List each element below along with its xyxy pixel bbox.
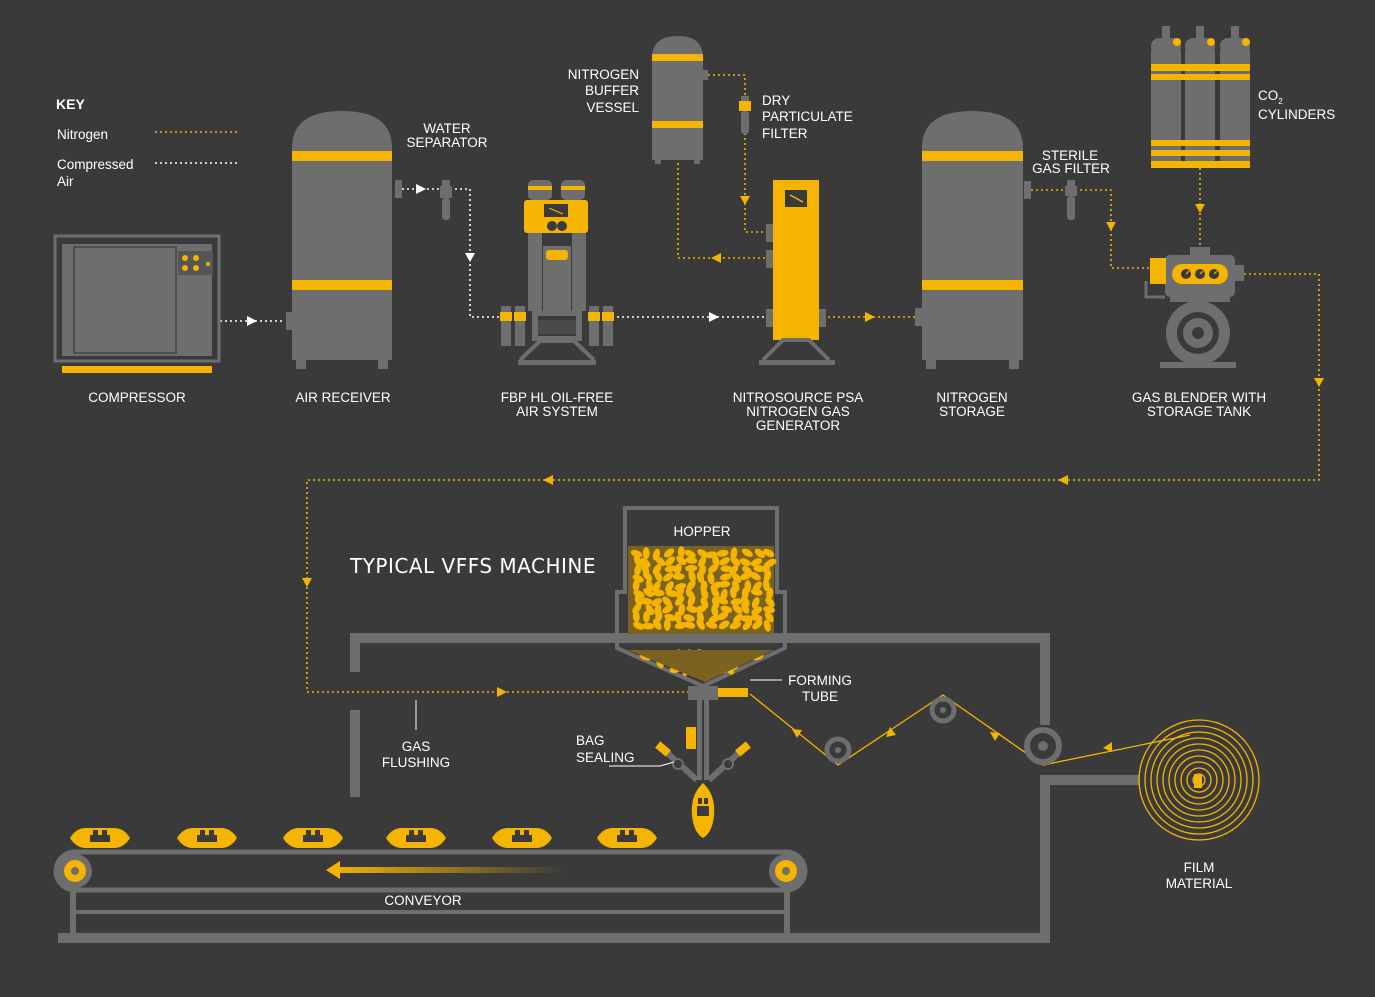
nitrosource-label-1: NITROSOURCE PSA	[733, 390, 864, 405]
arrow-icon	[792, 729, 802, 738]
machine-frame-base	[58, 775, 1140, 943]
machine-title: TYPICAL VFFS MACHINE	[349, 554, 596, 578]
product-bag	[177, 828, 237, 848]
arrow-icon	[1106, 222, 1116, 231]
bag-sealing-label-2: SEALING	[576, 750, 635, 765]
gas-blender-label-2: STORAGE TANK	[1147, 404, 1251, 419]
water-separator-label-2: SEPARATOR	[406, 135, 487, 150]
sterile-filter-label-1: STERILE	[1042, 148, 1098, 163]
air-receiver: AIR RECEIVER	[286, 111, 402, 405]
film-material-label-1: FILM	[1184, 860, 1215, 875]
water-separator: WATER SEPARATOR	[406, 121, 488, 220]
arrow-icon	[886, 727, 896, 737]
gas-flushing-label-1: GAS	[402, 739, 431, 754]
legend-air-label-1: Compressed	[57, 157, 134, 172]
gas-blender-label-1: GAS BLENDER WITH	[1132, 390, 1266, 405]
product-bag	[492, 828, 552, 848]
sterile-filter-label-2: GAS FILTER	[1032, 161, 1110, 176]
arrow-icon	[497, 687, 507, 697]
arrow-icon	[1195, 204, 1205, 213]
product-bag	[386, 828, 446, 848]
forming-tube-label-2: TUBE	[802, 689, 838, 704]
legend-air-label-2: Air	[57, 174, 74, 189]
vffs-machine: TYPICAL VFFS MACHINE HOPPER FORMING TUBE	[53, 506, 1260, 943]
gas-blender: GAS BLENDER WITH STORAGE TANK	[1132, 247, 1266, 419]
flow-lines	[220, 74, 1324, 697]
arrow-icon	[416, 184, 426, 194]
buffer-vessel-label-2: BUFFER	[585, 83, 639, 98]
n2-line-buffer	[677, 163, 767, 259]
arrow-icon	[711, 253, 721, 263]
n2-line-blender-out	[306, 273, 1320, 693]
arrow-icon	[740, 196, 750, 205]
forming-tube-label-1: FORMING	[788, 673, 852, 688]
bag-sealing-label-1: BAG	[576, 733, 605, 748]
legend-nitrogen-label: Nitrogen	[57, 127, 108, 142]
film-material-label-2: MATERIAL	[1166, 876, 1233, 891]
compressor-label: COMPRESSOR	[88, 390, 186, 405]
sterile-gas-filter: STERILE GAS FILTER	[1032, 148, 1110, 220]
water-separator-label-1: WATER	[423, 121, 470, 136]
dry-filter-label-1: DRY	[762, 93, 790, 108]
falling-bag	[691, 783, 715, 838]
fbp-label-1: FBP HL OIL-FREE	[501, 390, 614, 405]
product-bag	[283, 828, 343, 848]
product-bag	[597, 828, 657, 848]
arrow-icon	[465, 253, 475, 262]
arrow-icon	[302, 578, 312, 587]
co2-cylinders: CO2 CYLINDERS	[1151, 26, 1335, 168]
fbp-air-system: FBP HL OIL-FREE AIR SYSTEM	[500, 180, 614, 419]
film-roller	[824, 736, 852, 764]
fbp-label-2: AIR SYSTEM	[516, 404, 598, 419]
compressor: COMPRESSOR	[53, 234, 221, 405]
nitrogen-storage-label-2: STORAGE	[939, 404, 1005, 419]
film-roller	[929, 696, 957, 724]
arrow-icon	[543, 475, 553, 485]
nitrogen-storage-label-1: NITROGEN	[936, 390, 1007, 405]
air-line-receiver	[402, 188, 500, 318]
co2-label-1: CO2	[1258, 88, 1283, 106]
arrow-icon	[1314, 378, 1324, 387]
legend: KEY Nitrogen Compressed Air	[56, 96, 238, 189]
arrow-icon	[1103, 742, 1112, 752]
arrow-icon	[990, 732, 1000, 741]
gas-flushing-label-2: FLUSHING	[382, 755, 450, 770]
buffer-vessel-label-1: NITROGEN	[568, 67, 639, 82]
nitrosource-label-3: GENERATOR	[756, 418, 841, 433]
buffer-vessel-label-3: VESSEL	[586, 100, 639, 115]
hopper-label: HOPPER	[673, 524, 730, 539]
nitrogen-storage: NITROGEN STORAGE	[915, 111, 1031, 419]
n2-line-storage	[1031, 189, 1150, 269]
nitrogen-buffer-vessel: NITROGEN BUFFER VESSEL	[568, 36, 708, 164]
film-roll	[1138, 719, 1260, 841]
arrow-icon	[247, 316, 257, 326]
arrow-icon	[1058, 475, 1068, 485]
legend-title: KEY	[56, 96, 85, 112]
product-bag	[70, 828, 130, 848]
arrow-icon	[865, 312, 875, 322]
dry-filter-label-3: FILTER	[762, 126, 808, 141]
conveyor-label: CONVEYOR	[384, 893, 462, 908]
machine-frame-top	[350, 633, 1050, 725]
conveyor: CONVEYOR	[53, 828, 808, 938]
n2-line-dry-filter	[703, 74, 767, 233]
dry-particulate-filter: DRY PARTICULATE FILTER	[739, 93, 853, 141]
sealing-jaws	[655, 741, 751, 783]
nitrosource-label-2: NITROGEN GAS	[746, 404, 850, 419]
dry-filter-label-2: PARTICULATE	[762, 109, 853, 124]
film-web	[749, 693, 1191, 766]
film-roller	[1024, 727, 1062, 765]
arrow-icon	[709, 312, 719, 322]
co2-label-2: CYLINDERS	[1258, 107, 1335, 122]
air-receiver-label: AIR RECEIVER	[295, 390, 391, 405]
nitrosource-generator: NITROSOURCE PSA NITROGEN GAS GENERATOR	[733, 180, 864, 433]
